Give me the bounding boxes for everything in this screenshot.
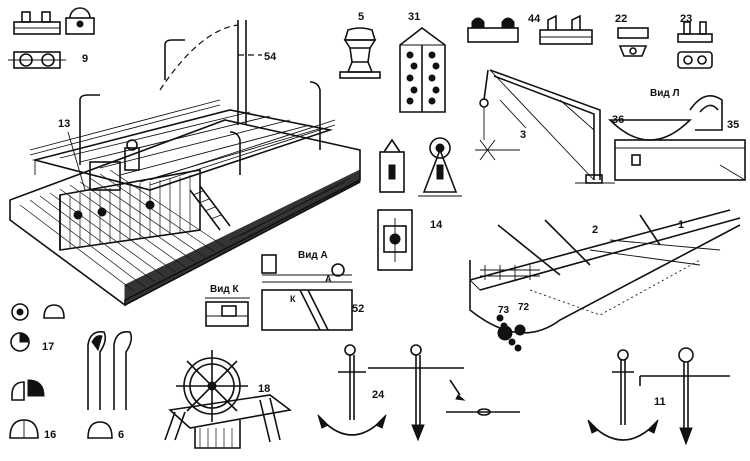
view-label-k: Вид К <box>210 284 239 295</box>
anchor-detail-11: 11 <box>587 347 730 446</box>
view-l-detail: Вид Л 36 35 <box>608 88 746 181</box>
cleat-detail-22: 22 <box>615 13 649 57</box>
label-72: 72 <box>518 302 530 313</box>
view-a-detail: Вид А А К 52 <box>261 250 364 331</box>
label-11: 11 <box>654 396 666 408</box>
label-35: 35 <box>727 119 739 131</box>
cowl-vent-detail-6: 6 <box>87 330 133 441</box>
mark-a: А <box>325 274 332 284</box>
label-54: 54 <box>264 51 277 63</box>
label-6: 6 <box>118 429 124 441</box>
label-3: 3 <box>520 129 526 141</box>
hatch-panel-detail-31: 31 <box>399 11 446 113</box>
cleat-detail-23: 23 <box>677 13 713 69</box>
ventilator-detail-44: 44 <box>467 13 593 45</box>
label-52: 52 <box>352 303 364 315</box>
label-24: 24 <box>372 389 385 401</box>
steering-wheel-detail-18: 18 <box>164 350 292 449</box>
label-22: 22 <box>615 13 627 25</box>
view-k-detail: Вид К <box>205 284 250 327</box>
binnacle-detail <box>379 137 462 197</box>
anchor-detail-24: 24 <box>317 344 520 442</box>
capstan-detail-5: 5 <box>339 11 381 79</box>
label-44: 44 <box>528 13 541 25</box>
deck-perspective-drawing: 54 13 <box>9 20 361 307</box>
bollard-detail-9: 9 <box>8 7 95 69</box>
label-5: 5 <box>358 11 364 23</box>
label-1: 1 <box>678 219 684 231</box>
port-vent-detail-16: 16 <box>9 379 56 441</box>
view-label-l: Вид Л <box>650 88 680 99</box>
label-18: 18 <box>258 383 270 395</box>
label-16: 16 <box>44 429 56 441</box>
label-17: 17 <box>42 341 54 353</box>
label-13: 13 <box>58 118 70 130</box>
compass-plate-detail-14: 14 <box>377 209 443 271</box>
label-14: 14 <box>430 219 443 231</box>
view-label-a: Вид А <box>298 250 328 261</box>
mark-k: К <box>290 294 296 304</box>
bowsprit-detail: 2 1 73 72 <box>469 209 741 352</box>
label-73: 73 <box>498 305 510 316</box>
port-vent-detail-17: 17 <box>10 303 65 353</box>
davit-crane-detail-3: 3 <box>475 69 615 184</box>
label-36: 36 <box>612 114 624 126</box>
label-9: 9 <box>82 53 88 65</box>
label-2: 2 <box>592 224 598 236</box>
label-31: 31 <box>408 11 420 23</box>
